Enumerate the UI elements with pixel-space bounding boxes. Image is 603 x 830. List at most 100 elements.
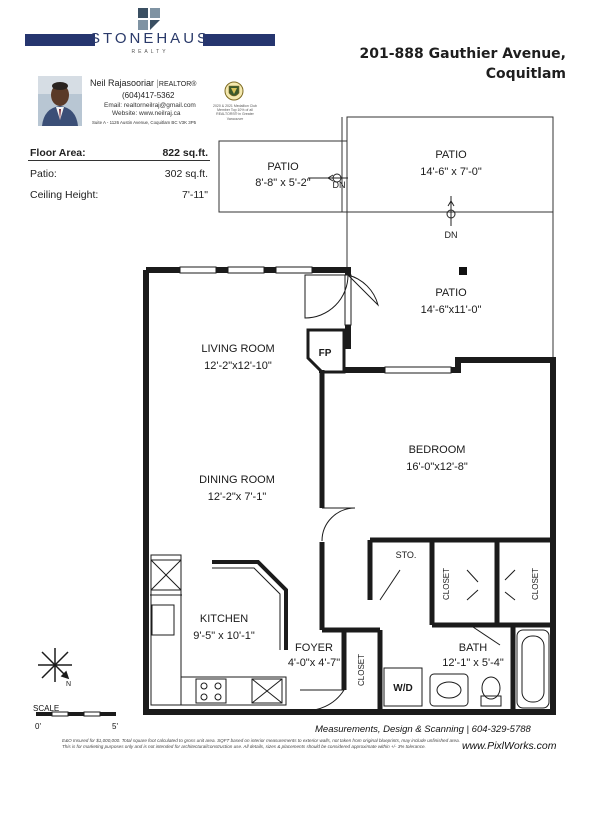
scale-start: 0': [35, 722, 41, 731]
storage-label: STO.: [396, 550, 417, 560]
bedroom-name: BEDROOM: [409, 444, 466, 456]
burner-4: [214, 693, 222, 701]
dishwasher-cross-2: [251, 678, 283, 704]
patio-east-dims: 14'-6" x 7'-0": [420, 166, 482, 178]
windows: [179, 266, 452, 374]
north-arrow-icon: [38, 648, 72, 682]
toilet-tank: [480, 695, 502, 707]
living-patio-door: [304, 274, 379, 326]
fireplace: [306, 328, 346, 374]
patio-east-name: PATIO: [435, 149, 467, 161]
living-room-dims: 12'-2"x12'-10": [204, 360, 272, 372]
kitchen-fixtures: [150, 554, 288, 706]
patio-lower-dims: 14'-6"x11'-0": [421, 304, 482, 316]
living-room-name: LIVING ROOM: [201, 343, 274, 355]
kitchen-dishwasher: [251, 678, 283, 704]
agent-photo: [38, 76, 82, 126]
agent-title-separator: |: [156, 78, 159, 88]
brand-subtitle: REALTY: [131, 49, 169, 55]
fireplace-label: FP: [319, 348, 332, 359]
kitchen-peninsula-inner: [212, 567, 281, 650]
window-bedroom: [384, 366, 452, 374]
kitchen-peninsula: [212, 560, 288, 650]
bathtub: [516, 629, 550, 709]
agent-phone: (604)417-5362: [122, 91, 175, 100]
kitchen-counter-left: [150, 554, 182, 706]
window-living-3: [275, 266, 313, 274]
entry-door: [299, 689, 345, 711]
stat-label-patio: Patio:: [30, 168, 57, 180]
closet-label-2: CLOSET: [531, 568, 540, 600]
patio-outlines: [218, 116, 554, 358]
step-down-arrowhead-east: [447, 200, 455, 207]
agent-website: Website: www.neilraj.ca: [112, 110, 181, 117]
stonehaus-logo-icon: [138, 8, 160, 30]
brand-name: STONEHAUS: [89, 30, 211, 47]
fridge-cross-2: [150, 559, 182, 591]
step-down-label-east: DN: [445, 230, 458, 240]
burner-1: [200, 682, 208, 690]
agent-name-text: Neil Rajasooriar: [90, 78, 155, 88]
kitchen-fridge: [150, 559, 182, 591]
bathtub-basin: [521, 635, 545, 703]
step-down-markers: [308, 173, 456, 226]
bath-name: BATH: [459, 642, 488, 654]
disclaimer-line-1: E&O Insured for $1,000,000. Total square…: [62, 738, 460, 743]
burner-3: [200, 693, 208, 701]
kitchen-sink: [151, 604, 175, 636]
step-down-circle-west: [332, 173, 342, 183]
patio-west-name: PATIO: [267, 161, 299, 173]
stat-value-floor-area: 822 sq.ft.: [162, 147, 208, 159]
stat-label-floor-area: Floor Area:: [30, 147, 86, 159]
step-down-label-west: DN: [333, 180, 346, 190]
bath-door: [469, 624, 501, 646]
kitchen-name: KITCHEN: [200, 613, 248, 625]
stat-label-ceiling-height: Ceiling Height:: [30, 189, 99, 201]
foyer-dims: 4'-0"x 4'-7": [288, 657, 340, 669]
bath-vanity: [429, 673, 469, 707]
pixlworks-website: www.PixlWorks.com: [462, 740, 557, 752]
closet-1-doors: [466, 569, 479, 601]
patio-door-swing: [304, 274, 349, 319]
scale-end: 5': [112, 722, 118, 731]
window-living-1: [179, 266, 217, 274]
burner-2: [214, 682, 222, 690]
toilet-bowl: [481, 676, 501, 700]
stat-value-ceiling-height: 7'-11": [182, 189, 208, 201]
stat-value-patio: 302 sq.ft.: [164, 168, 208, 180]
washer-dryer-box: [383, 667, 423, 707]
patio-door-swing-out: [347, 274, 379, 307]
card-band-right: [203, 34, 275, 46]
medallion-award-icon: [224, 81, 244, 101]
patio-west-dims: 8'-8" x 5'-2": [255, 177, 311, 189]
patio-east-outline: [346, 116, 554, 213]
kitchen-counter-bottom: [180, 676, 287, 706]
step-down-circle-east: [446, 209, 456, 219]
measurement-credit: Measurements, Design & Scanning | 604-32…: [315, 724, 531, 735]
card-band-left: [25, 34, 95, 46]
agent-email: Email: realtorneilraj@gmail.com: [104, 102, 196, 109]
award-text: 2020 & 2021 Medallion Club Member Top 10…: [213, 104, 257, 121]
dining-room-dims: 12'-2"x 7'-1": [208, 491, 267, 503]
interior-doors: [299, 507, 516, 711]
step-down-arrowhead-west: [327, 174, 334, 182]
scale-bar: [36, 711, 116, 717]
disclaimer-line-2: This is for marketing purposes only and …: [62, 744, 426, 749]
bath-sink: [436, 681, 462, 699]
bath-fixtures: [383, 629, 550, 709]
agent-title: REALTOR®: [158, 81, 197, 88]
kitchen-dims: 9'-5" x 10'-1": [193, 630, 255, 642]
closet-label-foyer: CLOSET: [357, 654, 366, 686]
storage-door: [379, 569, 401, 601]
dining-room-name: DINING ROOM: [199, 474, 275, 486]
interior-walls: [319, 370, 553, 712]
closet-label-1: CLOSET: [442, 568, 451, 600]
window-living-2: [227, 266, 265, 274]
foyer-name: FOYER: [295, 642, 333, 654]
office-address: Suite A - 1126 Austin Avenue, Coquitlam …: [92, 120, 197, 125]
address-line-1: 201-888 Gauthier Avenue,: [359, 46, 566, 62]
bedroom-door: [321, 507, 356, 542]
stats-underline: [28, 160, 210, 161]
kitchen-stove: [195, 678, 227, 704]
